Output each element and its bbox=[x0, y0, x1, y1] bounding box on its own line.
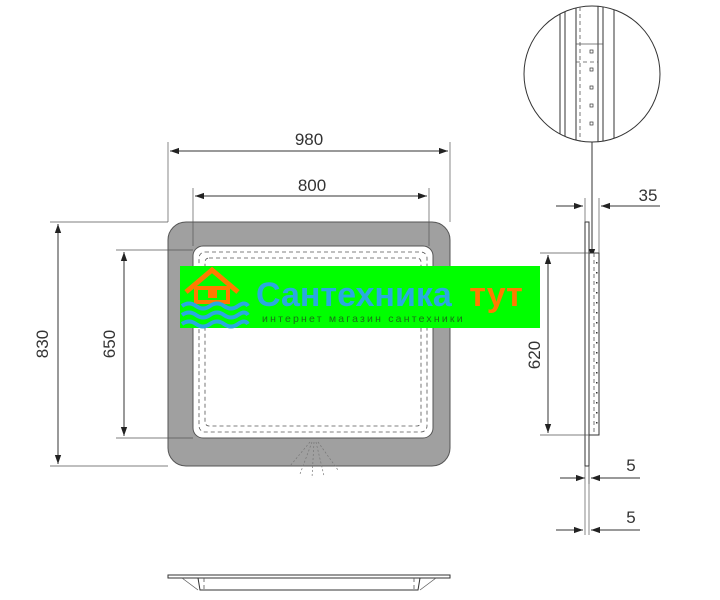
side-profile-outer bbox=[584, 221, 590, 467]
inner-dashed-outline bbox=[198, 251, 428, 433]
dim-outer-width: 980 bbox=[295, 130, 323, 149]
inner-dashed-outline-2 bbox=[204, 257, 422, 427]
side-view: 35 620 5 5 bbox=[525, 186, 660, 535]
dim-inner-height: 650 bbox=[100, 330, 119, 358]
house-logo-icon bbox=[180, 266, 250, 329]
dim-outer-height: 830 bbox=[33, 330, 52, 358]
watermark: Сантехника тут интернет магазин сантехни… bbox=[180, 266, 540, 329]
light-rays bbox=[289, 441, 339, 479]
dim-inner-width: 800 bbox=[298, 176, 326, 195]
svg-text:Сантехника тут: Сантехника тут bbox=[256, 276, 523, 314]
watermark-subtitle: интернет магазин сантехники bbox=[262, 313, 465, 325]
watermark-title-accent: тут bbox=[469, 276, 522, 314]
detail-view bbox=[523, 5, 661, 258]
side-led-dots bbox=[596, 262, 598, 424]
watermark-banner bbox=[180, 266, 540, 328]
dim-offset-top: 5 bbox=[626, 456, 635, 475]
dim-depth: 35 bbox=[639, 186, 658, 205]
bottom-view bbox=[167, 574, 451, 591]
watermark-title-main: Сантехника bbox=[256, 276, 453, 314]
dim-side-height: 620 bbox=[525, 341, 544, 369]
dim-offset-bottom: 5 bbox=[626, 508, 635, 527]
